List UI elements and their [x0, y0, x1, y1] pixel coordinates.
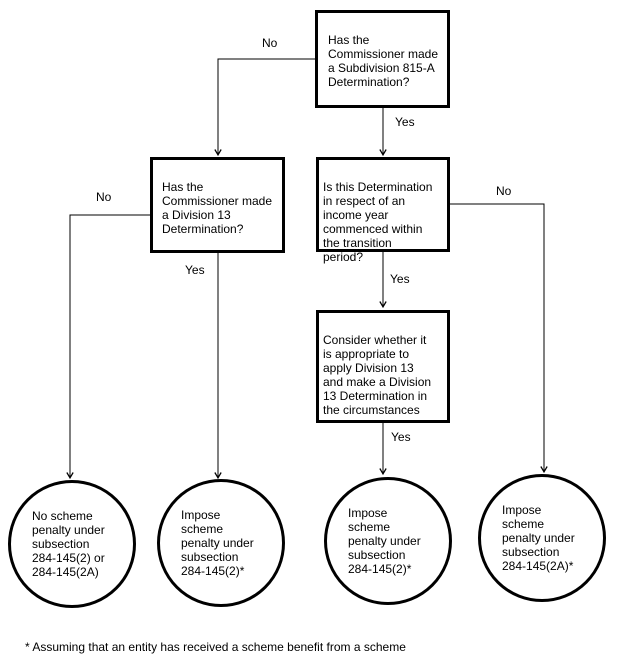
outcome-circle-penalty-2a-text: Impose scheme penalty under subsection 2… — [502, 503, 575, 573]
edge-label-no-div13: No — [96, 190, 112, 204]
edge-label-yes-consider: Yes — [391, 430, 411, 444]
outcome-circle-penalty-2-left-text: Impose scheme penalty under subsection 2… — [181, 508, 254, 578]
edge-label-yes-div13: Yes — [185, 263, 205, 277]
outcome-circle-penalty-2-mid: Impose scheme penalty under subsection 2… — [324, 477, 452, 605]
edge-label-no-815a: No — [262, 36, 278, 50]
edge-label-no-transition: No — [496, 184, 512, 198]
decision-box-815a-text: Has the Commissioner made a Subdivision … — [328, 33, 439, 89]
outcome-circle-penalty-2a: Impose scheme penalty under subsection 2… — [478, 474, 606, 602]
decision-box-transition-text: Is this Determination in respect of an i… — [323, 180, 433, 264]
decision-box-transition: Is this Determination in respect of an i… — [316, 157, 450, 264]
outcome-circle-no-penalty-text: No scheme penalty under subsection 284-1… — [32, 509, 105, 579]
edge-label-yes-815a: Yes — [395, 115, 415, 129]
outcome-circle-no-penalty: No scheme penalty under subsection 284-1… — [8, 480, 136, 608]
outcome-circle-penalty-2-left: Impose scheme penalty under subsection 2… — [157, 479, 285, 607]
connector-transition-no — [450, 203, 548, 474]
process-box-consider: Consider whether it is appropriate to ap… — [316, 310, 450, 423]
outcome-circle-penalty-2-mid-text: Impose scheme penalty under subsection 2… — [348, 506, 421, 576]
decision-box-div13-text: Has the Commissioner made a Division 13 … — [162, 180, 273, 236]
decision-box-815a: Has the Commissioner made a Subdivision … — [315, 10, 450, 108]
decision-box-div13: Has the Commissioner made a Division 13 … — [150, 157, 285, 253]
footnote: * Assuming that an entity has received a… — [25, 640, 406, 654]
connector-div13-no — [66, 214, 150, 480]
connector-815a-no — [214, 58, 315, 157]
edge-label-yes-transition: Yes — [390, 272, 410, 286]
process-box-consider-text: Consider whether it is appropriate to ap… — [323, 333, 432, 417]
